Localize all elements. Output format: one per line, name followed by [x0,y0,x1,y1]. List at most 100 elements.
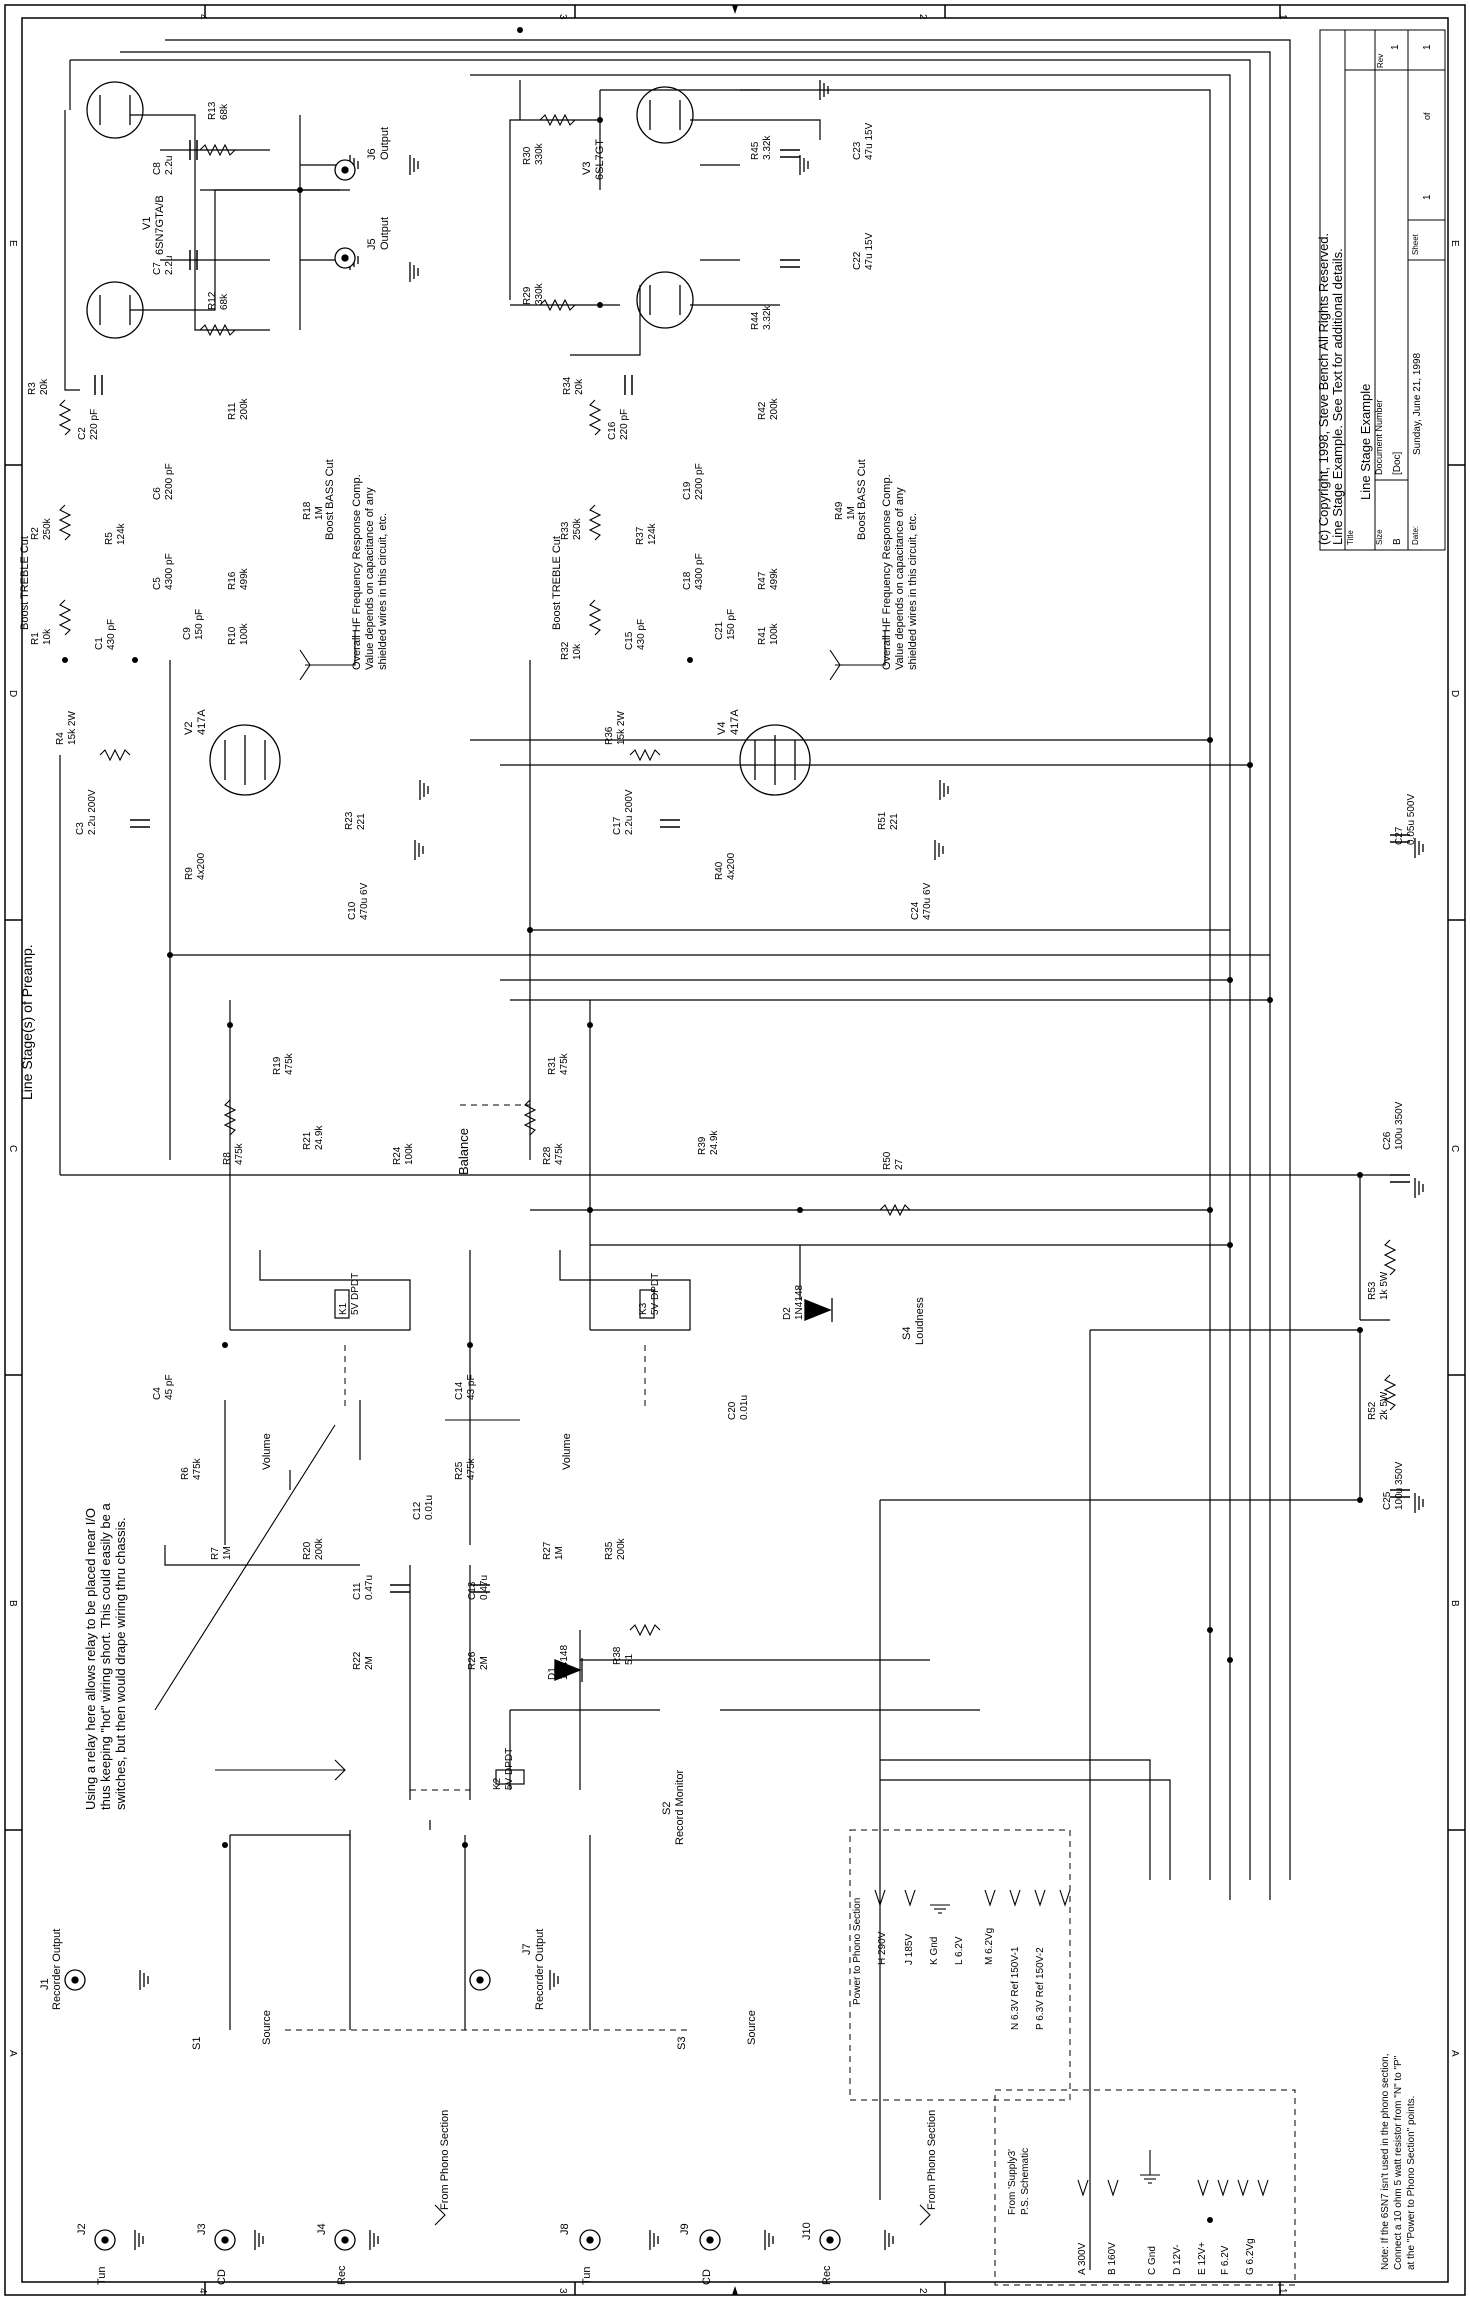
component-value: 0.47u [364,1575,375,1600]
rail-label: H 290V [877,1931,888,1965]
component-ref: K3 [638,1302,649,1315]
component-ref: C16 [607,421,618,440]
component-value: 100u 350V [1394,1461,1405,1510]
component-value: 2.2u [164,156,175,175]
component-ref: R28 [542,1146,553,1165]
component-value: 20k [39,378,50,395]
title-value: Line Stage Example [1358,384,1373,500]
ground-symbols [134,80,1424,2250]
component-ref: C12 [412,1501,423,1520]
recorder-output-label: Recorder Output [534,1929,546,2010]
record-monitor-label: Record Monitor [674,1769,686,1845]
jack-j5-label: J5 [366,238,378,250]
component-ref: C21 [714,621,725,640]
component-ref: C6 [152,487,163,500]
component-value: 24.9k [709,1130,720,1155]
tube-type: 417A [729,709,741,735]
component-ref: R35 [604,1541,615,1560]
hf-note-3: shielded wires in this circuit, etc. [377,513,389,670]
component-ref: C11 [352,1582,363,1600]
supply-rail-arrows [434,1889,1269,2226]
copyright-line-1: (c) Copyright, 1998, Steve Bench All Rig… [1316,233,1331,545]
rec-label: Rec [336,2265,348,2285]
tun-label: Tun [581,2266,593,2285]
resistor-symbols [58,113,1397,1637]
rail-label: A 300V [1077,2242,1088,2275]
component-ref: R30 [522,146,533,165]
component-ref: K2 [492,1777,503,1790]
component-value: 20k [574,378,585,395]
component-value: 0.01u [739,1395,750,1420]
border-num: 1 [1277,14,1288,20]
border-num: 2 [917,14,928,20]
border-top-numbers: 4 3 2 1 [197,14,1288,20]
component-value: 330k [534,142,545,165]
tube-type: 6SN7GTA/B [154,195,166,255]
s4-label: S4 [901,1327,913,1340]
component-ref: R33 [560,521,571,540]
capacitor-symbols [94,140,1410,1593]
rail-label: K Gnd [929,1937,940,1965]
source-label: Source [746,2010,758,2045]
border-num: 2 [917,2288,928,2294]
component-ref: R52 [1367,1401,1378,1420]
component-value: 2k 5W [1379,1391,1390,1420]
component-ref: C1 [94,637,105,650]
balance-label: Balance [456,1128,471,1175]
tube-type: 417A [196,709,208,735]
rail-label: G 6.2Vg [1245,2238,1256,2275]
rail-label: J 185V [904,1934,915,1965]
vacuum-tube-v1 [86,81,144,339]
component-value: 15k 2W [67,711,78,745]
component-value: 475k [284,1052,295,1075]
component-value: 220 pF [89,409,100,440]
output-label: Output [379,217,391,250]
junction-dots [62,27,1363,2223]
vacuum-tube-v4 [739,724,811,796]
title-block-text: (c) Copyright, 1998, Steve Bench All Rig… [1316,44,1433,545]
component-ref: R32 [560,641,571,660]
relay-note-1: Using a relay here allows relay to be pl… [83,1508,98,1810]
note-line-2: Connect a 10 ohm 5 watt resistor from "N… [1393,2055,1404,2270]
from-phono-label: From Phono Section [926,2110,938,2210]
component-ref: R53 [1367,1281,1378,1300]
border-letter: C [1449,1145,1460,1152]
component-ref: R36 [604,726,615,745]
boost-bass-label: Boost BASS Cut [856,459,868,540]
component-value: 4300 pF [694,553,705,590]
component-value: 45 pF [164,1374,175,1400]
component-ref: R34 [562,376,573,395]
component-ref: R39 [697,1136,708,1155]
tube-ref: V2 [183,722,195,735]
relay-symbols [334,1289,655,1785]
sheet-total: 1 [1422,44,1433,50]
component-value: 1M [846,506,857,520]
component-value: 2M [364,1656,375,1670]
rail-label: P 6.3V Ref 150V-2 [1035,1947,1046,2030]
title-block [1319,29,1446,551]
note-line-3: at the "Power to Phono Section" points. [1406,2096,1417,2270]
component-value: 68k [219,103,230,120]
component-ref: C25 [1382,1491,1393,1510]
component-ref: C17 [612,816,623,835]
cd-label: CD [701,2269,713,2285]
docnum-value: [Doc] [1392,451,1403,475]
power-to-phono-block: Power to Phono Section H 290V J 185V K G… [852,1898,1046,2030]
component-value: 47u 15V [864,232,875,270]
rail-label: F 6.2V [1220,2245,1231,2275]
jack-j8-label: J8 [559,2223,571,2235]
volume-label: Volume [261,1433,273,1470]
component-value: 1M [314,506,325,520]
top-arrow-marker [732,5,738,14]
hf-note-2: Value depends on capacitance of any [894,487,906,670]
component-value: 1M [554,1546,565,1560]
border-letter: E [7,240,18,247]
note-line-1: Note: If the 6SN7 isn't used in the phon… [1380,2054,1391,2271]
sheet-num: 1 [1422,194,1433,200]
component-value: 2.2u 200V [624,789,635,835]
component-value: 100u 350V [1394,1101,1405,1150]
border-num: 1 [1277,2288,1288,2294]
border-num: 3 [557,2288,568,2294]
component-value: 1N4148 [794,1285,805,1320]
